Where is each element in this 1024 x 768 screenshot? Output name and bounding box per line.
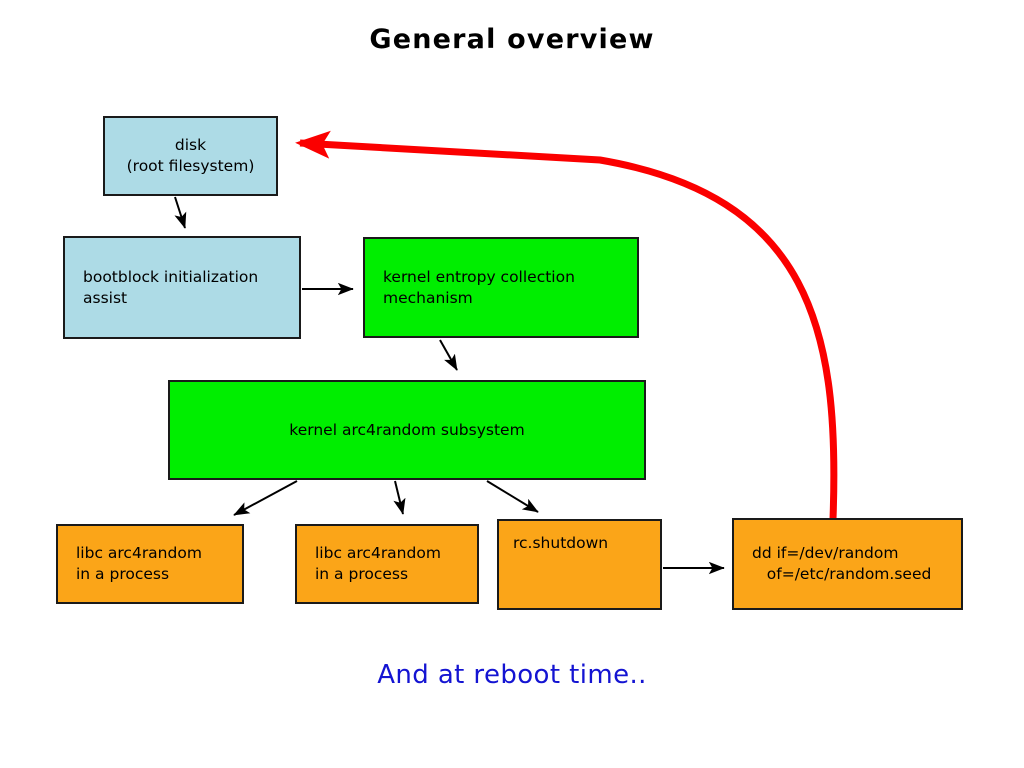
node-kernel-entropy-label: kernel entropy collection mechanism <box>383 267 575 307</box>
connector-entropy-to-arc4random <box>439 339 458 371</box>
connector-arc4random-to-libc-1 <box>233 480 298 516</box>
node-kernel-arc4random-label: kernel arc4random subsystem <box>289 420 525 439</box>
node-kernel-arc4random-subsystem[interactable]: kernel arc4random subsystem <box>168 380 646 480</box>
node-dd-seed-label: dd if=/dev/random of=/etc/random.seed <box>752 544 932 583</box>
node-libc-arc4random-1-label: libc arc4random in a process <box>76 544 202 583</box>
node-libc-arc4random-2-label: libc arc4random in a process <box>315 544 441 583</box>
node-bootblock-initialization-assist[interactable]: bootblock initialization assist <box>63 236 301 339</box>
node-disk[interactable]: disk (root filesystem) <box>103 116 278 196</box>
slide-title: General overview <box>369 24 655 55</box>
node-libc-arc4random-process-2[interactable]: libc arc4random in a process <box>295 524 479 604</box>
node-libc-arc4random-process-1[interactable]: libc arc4random in a process <box>56 524 244 604</box>
node-disk-label: disk (root filesystem) <box>126 136 255 175</box>
connector-arc4random-to-rc-shutdown <box>486 480 539 513</box>
connector-disk-to-bootblock <box>174 196 187 229</box>
node-dd-random-seed[interactable]: dd if=/dev/random of=/etc/random.seed <box>732 518 963 610</box>
slide-footnote: And at reboot time.. <box>377 660 647 690</box>
node-rc-shutdown-label: rc.shutdown <box>513 534 609 552</box>
node-bootblock-label: bootblock initialization assist <box>83 267 259 307</box>
connector-arc4random-to-libc-2 <box>393 480 406 515</box>
node-kernel-entropy-collection-mechanism[interactable]: kernel entropy collection mechanism <box>363 237 639 338</box>
node-rc-shutdown[interactable]: rc.shutdown <box>497 519 662 610</box>
